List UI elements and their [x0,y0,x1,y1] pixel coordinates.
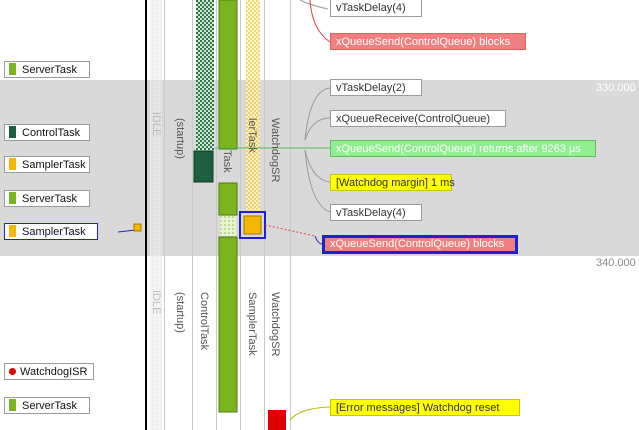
event-xqueuereceive[interactable]: xQueueReceive(ControlQueue) [330,110,506,127]
left-task-samplertask[interactable]: SamplerTask [4,156,90,173]
servertask-run-3 [218,236,238,413]
event-vtaskdelay-2[interactable]: vTaskDelay(2) [330,79,422,96]
lane-label-startup-upper: (startup) [174,118,186,159]
lane-label-watchdog-lower: WatchdogSR [269,292,281,357]
record-icon [9,368,16,375]
servertask-run-2 [218,182,238,216]
event-vtaskdelay-4-top[interactable]: vTaskDelay(4) [330,0,422,17]
lane-label-samplertask-upper: lerTask [246,118,258,153]
left-task-label: ControlTask [22,127,81,139]
left-task-label: ServerTask [22,193,78,205]
samplertask-run [243,215,262,235]
selected-time-band [0,80,639,256]
lane-label-samplertask-lower: SamplerTask [246,292,258,356]
idle-lane-hatch [150,0,162,430]
task-color-swatch [9,399,16,411]
watchdogisr-run [268,410,286,430]
lane-label-startup-lower: (startup) [174,292,186,333]
task-color-swatch [9,192,16,204]
task-color-swatch [9,158,16,170]
left-task-servertask[interactable]: ServerTask [4,61,90,78]
left-task-label: ServerTask [22,64,78,76]
left-task-label: WatchdogISR [20,366,88,378]
lane-divider [145,0,147,430]
left-task-label: SamplerTask [22,226,86,238]
timestamp-340: 340.000 [596,257,636,269]
event-watchdog-margin[interactable]: [Watchdog margin] 1 ms [330,174,455,191]
servertask-run-1 [218,0,238,150]
event-xqueuesend-blocks-selected[interactable]: xQueueSend(ControlQueue) blocks [322,235,518,254]
lane-label-idle-upper: IDLE [150,112,162,137]
left-task-label: ServerTask [22,400,78,412]
event-error-messages[interactable]: [Error messages] Watchdog reset [330,399,520,416]
event-vtaskdelay-4[interactable]: vTaskDelay(4) [330,204,422,221]
left-task-label: SamplerTask [22,159,86,171]
left-task-watchdogisr[interactable]: WatchdogISR [4,363,94,380]
controltask-run [193,150,214,183]
samplertask-wait [246,0,260,212]
lane-label-controltask-lower: ControlTask [198,292,210,351]
servertask-ready [220,216,236,236]
lane-label-idle-lower: IDLE [150,290,162,315]
lane-divider [164,0,165,430]
lane-divider [192,0,193,430]
task-color-swatch [9,225,16,237]
left-task-servertask-3[interactable]: ServerTask [4,397,90,414]
lane-label-controltask-upper: Task [221,150,233,173]
controltask-wait [196,0,214,150]
timestamp-330: 330.000 [596,82,636,94]
event-xqueuesend-blocks-top[interactable]: xQueueSend(ControlQueue) blocks [330,33,526,50]
lane-divider [290,0,291,430]
event-xqueuesend-returns[interactable]: xQueueSend(ControlQueue) returns after 9… [330,140,596,157]
left-task-controltask[interactable]: ControlTask [4,124,90,141]
task-color-swatch [9,126,16,138]
lane-label-watchdog-upper: WatchdogSR [269,118,281,183]
left-task-servertask-2[interactable]: ServerTask [4,190,90,207]
lane-divider [216,0,217,430]
left-task-samplertask-selected[interactable]: SamplerTask [4,223,98,240]
task-color-swatch [9,63,16,75]
